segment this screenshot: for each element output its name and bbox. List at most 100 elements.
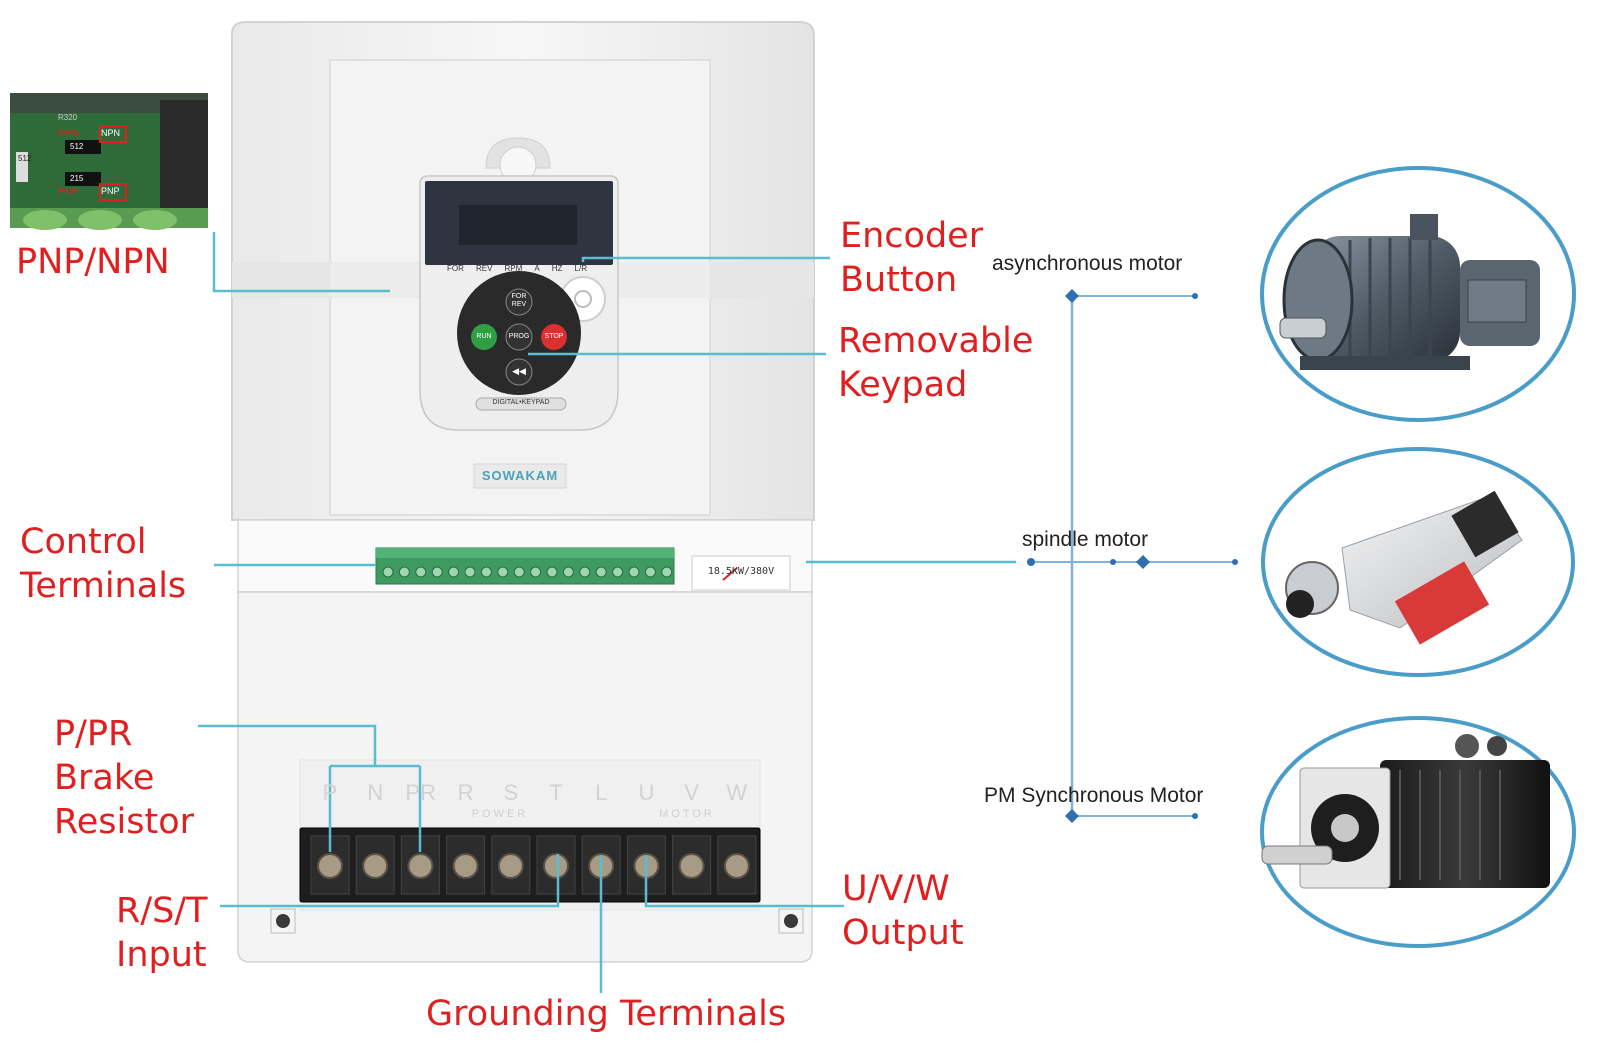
control-terminal-screw — [628, 566, 640, 578]
prog-label: PROG — [508, 333, 530, 340]
callout-encoder-button: Encoder Button — [840, 214, 983, 302]
power-terminal-label: V — [684, 780, 699, 805]
pcb-label-215: 215 — [70, 174, 84, 183]
rewind-label: ◀◀ — [512, 366, 526, 376]
pm-synchronous-motor-image — [1260, 716, 1576, 948]
power-terminal-label: PR — [405, 780, 436, 805]
keypad-caption: DIGITAL•KEYPAD — [492, 399, 550, 406]
indicator-rev: REV — [475, 264, 493, 273]
label-asynchronous-motor: asynchronous motor — [992, 252, 1183, 275]
control-terminal-screw — [546, 566, 558, 578]
run-label: RUN — [476, 333, 492, 340]
power-group-label: POWER — [471, 808, 529, 820]
control-terminal-screw — [415, 566, 427, 578]
power-terminal-screw — [497, 853, 524, 879]
callout-encoder-line2: Button — [840, 260, 958, 300]
callout-uvw-line2: Output — [842, 913, 964, 953]
power-terminal-screw — [678, 853, 705, 879]
forrev-button[interactable] — [505, 288, 533, 316]
power-terminal-screw — [452, 853, 479, 879]
asynchronous-motor-image — [1260, 166, 1576, 422]
control-terminal-screw — [579, 566, 591, 578]
brand-plate — [473, 463, 567, 489]
callout-rst-line1: R/S/T — [116, 891, 208, 931]
control-terminal-block — [375, 547, 675, 585]
power-terminal-label: T — [549, 780, 563, 805]
callout-encoder-line1: Encoder — [840, 216, 984, 256]
pcb-label-pnp-b: PNP — [101, 186, 120, 196]
removable-keypad — [419, 175, 619, 431]
indicator-hz: HZ — [551, 264, 563, 273]
forrev-label: FOR REV — [507, 293, 531, 309]
power-terminal-screw — [362, 853, 389, 879]
callout-pnp-npn: PNP/NPN — [16, 242, 170, 282]
prog-button[interactable] — [505, 323, 533, 351]
control-terminal-screw — [661, 566, 673, 578]
power-terminal-labels: P N PR R S T L U V W — [306, 780, 758, 805]
power-terminal-screw — [317, 853, 343, 879]
callout-control-line2: Terminals — [20, 566, 187, 606]
motor-connector-tree — [1027, 289, 1238, 823]
callout-rst-line2: Input — [116, 935, 207, 975]
control-terminal-screw — [513, 566, 525, 578]
power-terminal-screw — [723, 853, 750, 879]
rating-label: 18.5KW/380V — [707, 566, 775, 577]
control-terminal-screw — [480, 566, 492, 578]
power-terminal-label: S — [503, 780, 519, 805]
callout-control-terminals: Control Terminals — [20, 520, 186, 608]
pcb-label-pnp-a: PNP — [58, 186, 79, 197]
control-terminal-screw — [530, 566, 542, 578]
power-terminal-block — [299, 827, 761, 903]
callout-uvw-output: U/V/W Output — [842, 867, 964, 955]
callout-brake-line2: Brake — [54, 758, 155, 798]
pcb-label-npn-b: NPN — [101, 128, 121, 138]
pcb-label-r320: R320 — [58, 113, 78, 122]
power-terminal-screw — [543, 853, 569, 879]
rating-sticker — [691, 555, 791, 591]
power-terminal-label: R — [457, 780, 474, 805]
label-spindle-motor: spindle motor — [1022, 528, 1149, 551]
rewind-button[interactable] — [505, 358, 533, 386]
run-button[interactable] — [471, 324, 497, 350]
indicator-for: FOR — [447, 264, 464, 273]
indicator-lr: L/R — [574, 264, 587, 273]
indicator-a: A — [534, 264, 540, 273]
power-terminal-label: L — [595, 780, 608, 805]
power-terminal-label: W — [726, 780, 748, 805]
callout-grounding-terminals: Grounding Terminals — [426, 994, 787, 1034]
power-terminal-label: P — [322, 780, 338, 805]
control-terminal-screw — [398, 566, 410, 578]
motor-group-label: MOTOR — [659, 808, 715, 820]
control-terminal-screw — [382, 566, 394, 578]
callout-control-line1: Control — [20, 522, 147, 562]
indicator-rpm: RPM — [504, 264, 523, 273]
leader-lines — [198, 232, 1016, 993]
callout-rst-input: R/S/T Input — [116, 889, 208, 977]
control-terminal-screw — [644, 566, 656, 578]
pcb-label-512-b: 512 — [18, 154, 32, 163]
forrev-label-top: FOR — [511, 293, 527, 300]
callout-brake-line1: P/PR — [54, 714, 133, 754]
control-terminal-screw — [595, 566, 607, 578]
control-terminal-screw — [448, 566, 460, 578]
stop-label: STOP — [544, 333, 564, 340]
control-terminal-screw — [464, 566, 476, 578]
label-pm-synchronous-motor: PM Synchronous Motor — [984, 784, 1204, 807]
power-terminal-screw — [407, 853, 434, 879]
control-terminal-screw — [431, 566, 443, 578]
stop-button[interactable] — [541, 324, 567, 350]
forrev-label-bottom: REV — [511, 301, 527, 308]
callout-keypad-line2: Keypad — [838, 365, 968, 405]
control-terminal-screw — [562, 566, 574, 578]
pcb-label-npn-a: NPN — [58, 128, 80, 139]
pcb-label-512: 512 — [70, 142, 84, 151]
power-terminal-label: U — [638, 780, 655, 805]
callout-keypad-line1: Removable — [838, 321, 1034, 361]
callout-uvw-line1: U/V/W — [842, 869, 950, 909]
power-terminal-label: N — [367, 780, 384, 805]
pcb-inset — [10, 93, 208, 230]
callout-brake-line3: Resistor — [54, 802, 194, 842]
callout-removable-keypad: Removable Keypad — [838, 319, 1033, 407]
control-terminal-screw — [497, 566, 509, 578]
